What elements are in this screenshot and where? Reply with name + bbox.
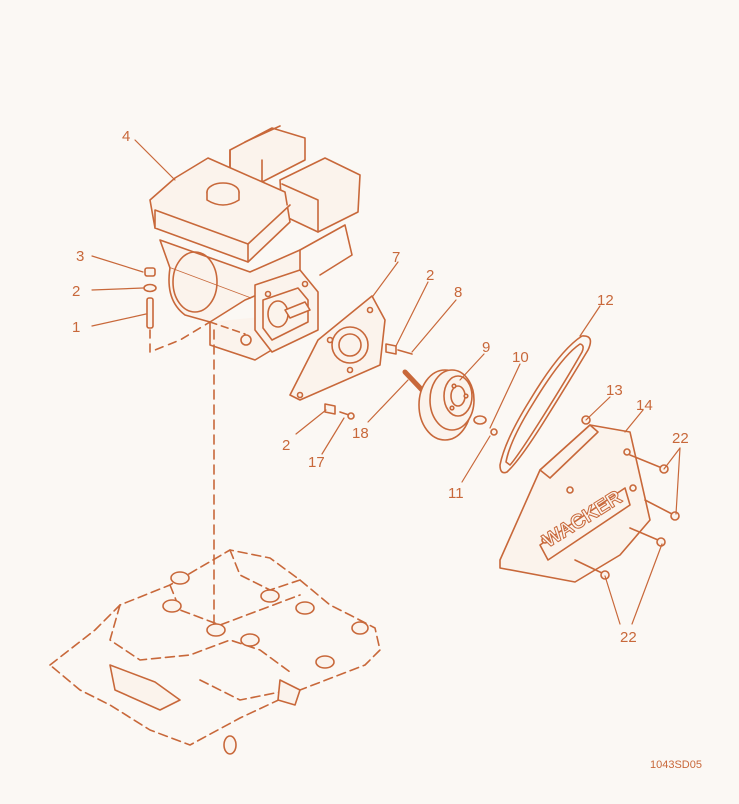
callout-17: 17: [308, 454, 325, 471]
callout-22-upper: 22: [672, 430, 689, 447]
callout-10: 10: [512, 349, 529, 366]
mount-stud-parts: [143, 267, 211, 353]
callout-11: 11: [448, 485, 464, 502]
callout-18: 18: [352, 425, 369, 442]
callout-2-stud: 2: [72, 283, 80, 300]
engine: [149, 125, 361, 361]
callout-3: 3: [76, 248, 84, 265]
callout-2-lower: 2: [282, 437, 290, 454]
callout-4: 4: [122, 128, 130, 145]
leader-lines: [91, 139, 681, 625]
callout-2-plate: 2: [426, 267, 434, 284]
base-plate-outline: [49, 549, 381, 746]
guard-bolts: [574, 454, 680, 580]
plate-fasteners: [324, 343, 425, 420]
callout-7: 7: [392, 249, 400, 266]
callout-1: 1: [72, 319, 80, 336]
callout-13: 13: [606, 382, 623, 399]
belt-guard: [499, 415, 651, 583]
callout-9: 9: [482, 339, 490, 356]
drawing-number: 1043SD05: [650, 759, 702, 771]
callout-14: 14: [636, 397, 653, 414]
clutch-pulley: [418, 369, 498, 441]
callout-8: 8: [454, 284, 462, 301]
base-plate-mounts: [109, 571, 369, 755]
callout-22-lower: 22: [620, 629, 637, 646]
callout-12: 12: [597, 292, 614, 309]
v-belt: [499, 335, 592, 474]
pulley-mount-plate: [289, 295, 386, 401]
